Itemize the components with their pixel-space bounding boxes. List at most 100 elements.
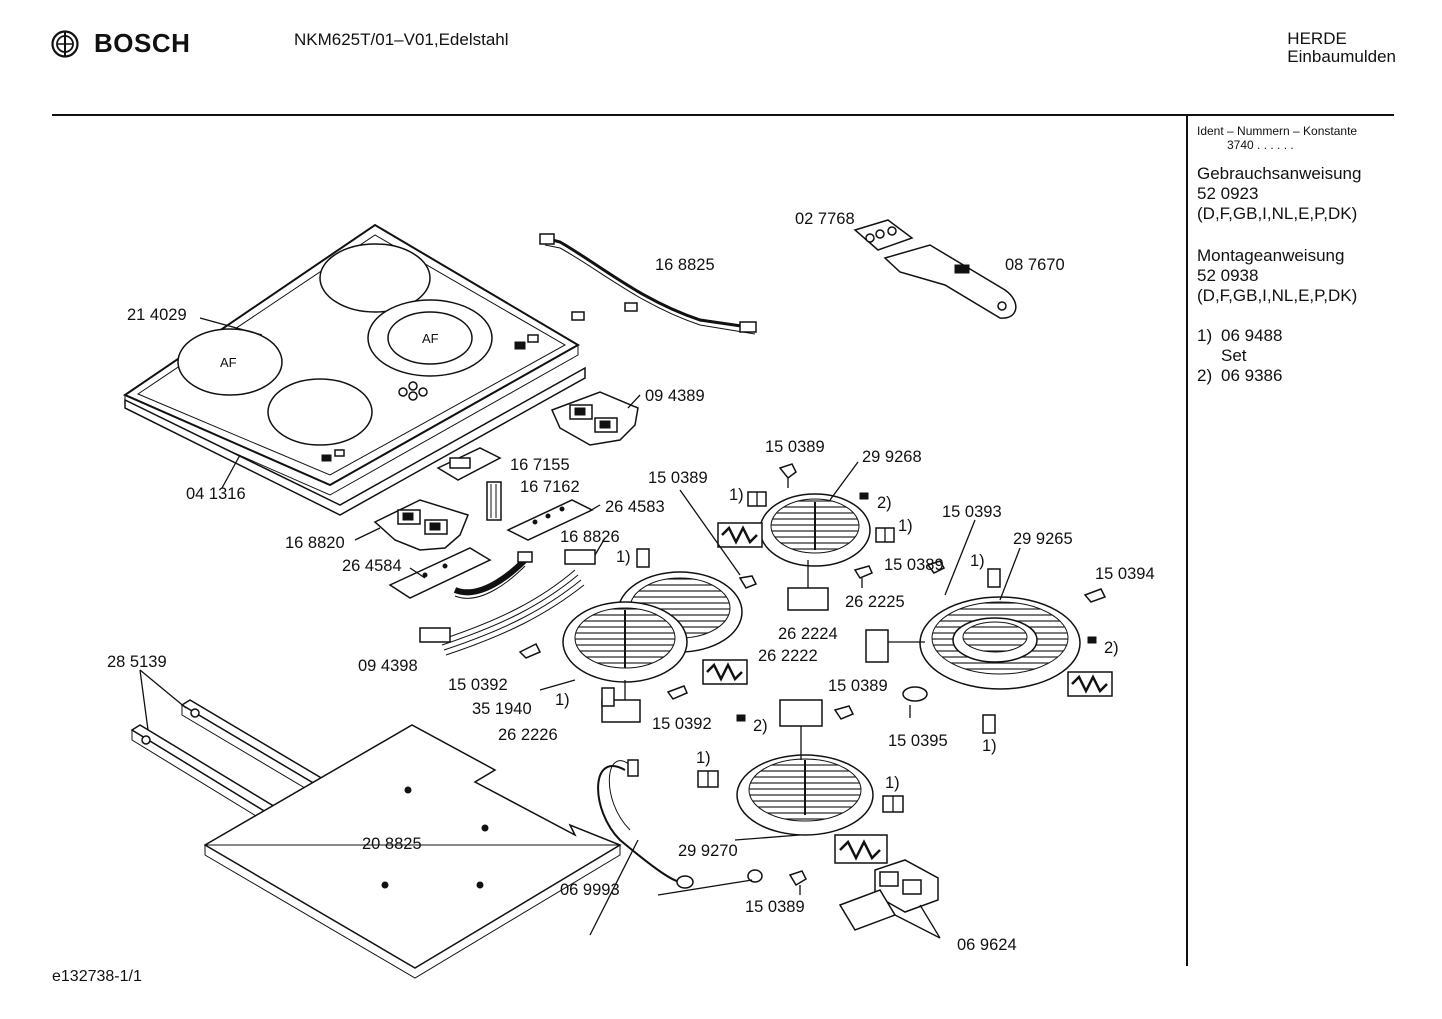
part-label: 04 1316: [186, 485, 246, 503]
mounting-clips: [518, 463, 1107, 895]
zone-label-af-2: AF: [422, 331, 439, 346]
model-title: NKM625T/01–V01,Edelstahl: [294, 30, 509, 49]
marker-2: 2): [877, 494, 892, 512]
reference-1: 1) 06 9488: [1197, 326, 1432, 346]
marker-1: 1): [885, 774, 900, 792]
manual-number: 52 0923: [1197, 184, 1259, 203]
part-label: 21 4029: [127, 306, 187, 324]
terminal-block-069624: [838, 859, 939, 931]
header-divider: [52, 114, 1394, 116]
part-label: 15 0392: [448, 676, 508, 694]
circuit-board-167155: [436, 447, 502, 481]
part-label: 15 0392: [652, 715, 712, 733]
assembly-title: Montageanweisung: [1197, 246, 1345, 265]
part-label: 08 7670: [1005, 256, 1065, 274]
reference-2-marker: 2): [1197, 366, 1213, 385]
part-label: 15 0389: [745, 898, 805, 916]
part-label: 15 0389: [648, 469, 708, 487]
part-label: 29 9270: [678, 842, 738, 860]
cooktop-logo-mark: [398, 381, 428, 401]
part-label: 26 2222: [758, 647, 818, 665]
part-label: 16 7155: [510, 456, 570, 474]
ident-value: 3740 . . . . . .: [1227, 138, 1294, 152]
cooking-zone-front-left: [177, 328, 283, 396]
part-label: 15 0394: [1095, 565, 1155, 583]
wiring-harness-094398: [419, 549, 596, 656]
marker-1: 1): [898, 517, 913, 535]
heater-symbols: [702, 522, 1113, 864]
reference-symbols: [601, 491, 1097, 813]
flat-cable-168826: [453, 551, 533, 599]
cooking-zone-front-right: [267, 378, 373, 446]
assembly-block: Montageanweisung 52 0938 (D,F,GB,I,NL,E,…: [1197, 246, 1432, 306]
ground-wire-069993: [597, 759, 763, 896]
zone-label-af-1: AF: [220, 355, 237, 370]
part-label: 15 0393: [942, 503, 1002, 521]
heater-299268: [759, 493, 871, 567]
marker-1: 1): [696, 749, 711, 767]
part-label: 26 2224: [778, 625, 838, 643]
part-label: 26 2226: [498, 726, 558, 744]
marker-1: 1): [970, 552, 985, 570]
bosch-armature-icon: [51, 29, 79, 58]
bottom-plate-208825: [203, 724, 622, 979]
sensor-strip-264584: [388, 547, 492, 599]
control-symbols: [321, 334, 539, 462]
part-label: 16 7162: [520, 478, 580, 496]
brand-logo: BOSCH: [50, 28, 190, 59]
part-label: 09 4398: [358, 657, 418, 675]
ident-label: Ident – Nummern – Konstante: [1197, 124, 1358, 138]
heater-299265: [919, 596, 1081, 690]
cooking-zone-rear-left: [319, 243, 431, 313]
reference-1-marker: 1): [1197, 326, 1213, 345]
reference-2-number: 06 9386: [1221, 366, 1283, 385]
part-label: 06 9993: [560, 881, 620, 899]
reference-1-number: 06 9488: [1221, 326, 1283, 345]
category-heading: HERDE Einbaumulden: [1287, 30, 1396, 66]
cooktop-glass-panel: AF AF: [122, 223, 580, 496]
assembly-number: 52 0938: [1197, 266, 1259, 285]
manual-languages: (D,F,GB,I,NL,E,P,DK): [1197, 204, 1358, 223]
side-panel-divider: [1186, 116, 1188, 966]
part-label: 16 8825: [655, 256, 715, 274]
part-label: 28 5139: [107, 653, 167, 671]
heater-299270: [736, 754, 874, 836]
control-module-094389: [550, 391, 639, 446]
drawing-id: e132738-1/1: [52, 968, 142, 985]
cable-168825: [539, 233, 757, 335]
part-label: 16 8826: [560, 528, 620, 546]
brand-name: BOSCH: [94, 28, 191, 58]
part-label: 26 4584: [342, 557, 402, 575]
heater-351940: [562, 571, 743, 683]
part-label: 02 7768: [795, 210, 855, 228]
reference-2: 2) 06 9386: [1197, 366, 1432, 386]
marker-1: 1): [982, 737, 997, 755]
marker-1: 1): [616, 548, 631, 566]
leader-lines: [139, 317, 1021, 939]
part-label: 29 9268: [862, 448, 922, 466]
frame-seal: [124, 366, 586, 516]
part-label: 09 4389: [645, 387, 705, 405]
part-label: 20 8825: [362, 835, 422, 853]
control-module-168820: [373, 499, 469, 551]
part-label: 15 0389: [765, 438, 825, 456]
part-label: 35 1940: [472, 700, 532, 718]
category-line-1: HERDE: [1287, 29, 1347, 48]
category-line-2: Einbaumulden: [1287, 47, 1396, 66]
exploded-parts-diagram: AF AF: [107, 210, 1155, 979]
relay-262222: [779, 699, 823, 760]
marker-2: 2): [753, 717, 768, 735]
cooking-zone-rear-right-inner: [387, 311, 473, 365]
part-label: 29 9265: [1013, 530, 1073, 548]
cleaning-scraper: [853, 219, 1017, 319]
part-label: 16 8820: [285, 534, 345, 552]
manual-title: Gebrauchsanweisung: [1197, 164, 1362, 183]
reference-1-note: Set: [1221, 346, 1247, 365]
marker-1: 1): [729, 486, 744, 504]
manual-block: Gebrauchsanweisung 52 0923 (D,F,GB,I,NL,…: [1197, 164, 1432, 224]
marker-1: 1): [555, 691, 570, 709]
assembly-languages: (D,F,GB,I,NL,E,P,DK): [1197, 286, 1358, 305]
marker-2: 2): [1104, 639, 1119, 657]
side-panel: Ident – Nummern – Konstante 3740 . . . .…: [1197, 124, 1432, 386]
part-label: 15 0395: [888, 732, 948, 750]
